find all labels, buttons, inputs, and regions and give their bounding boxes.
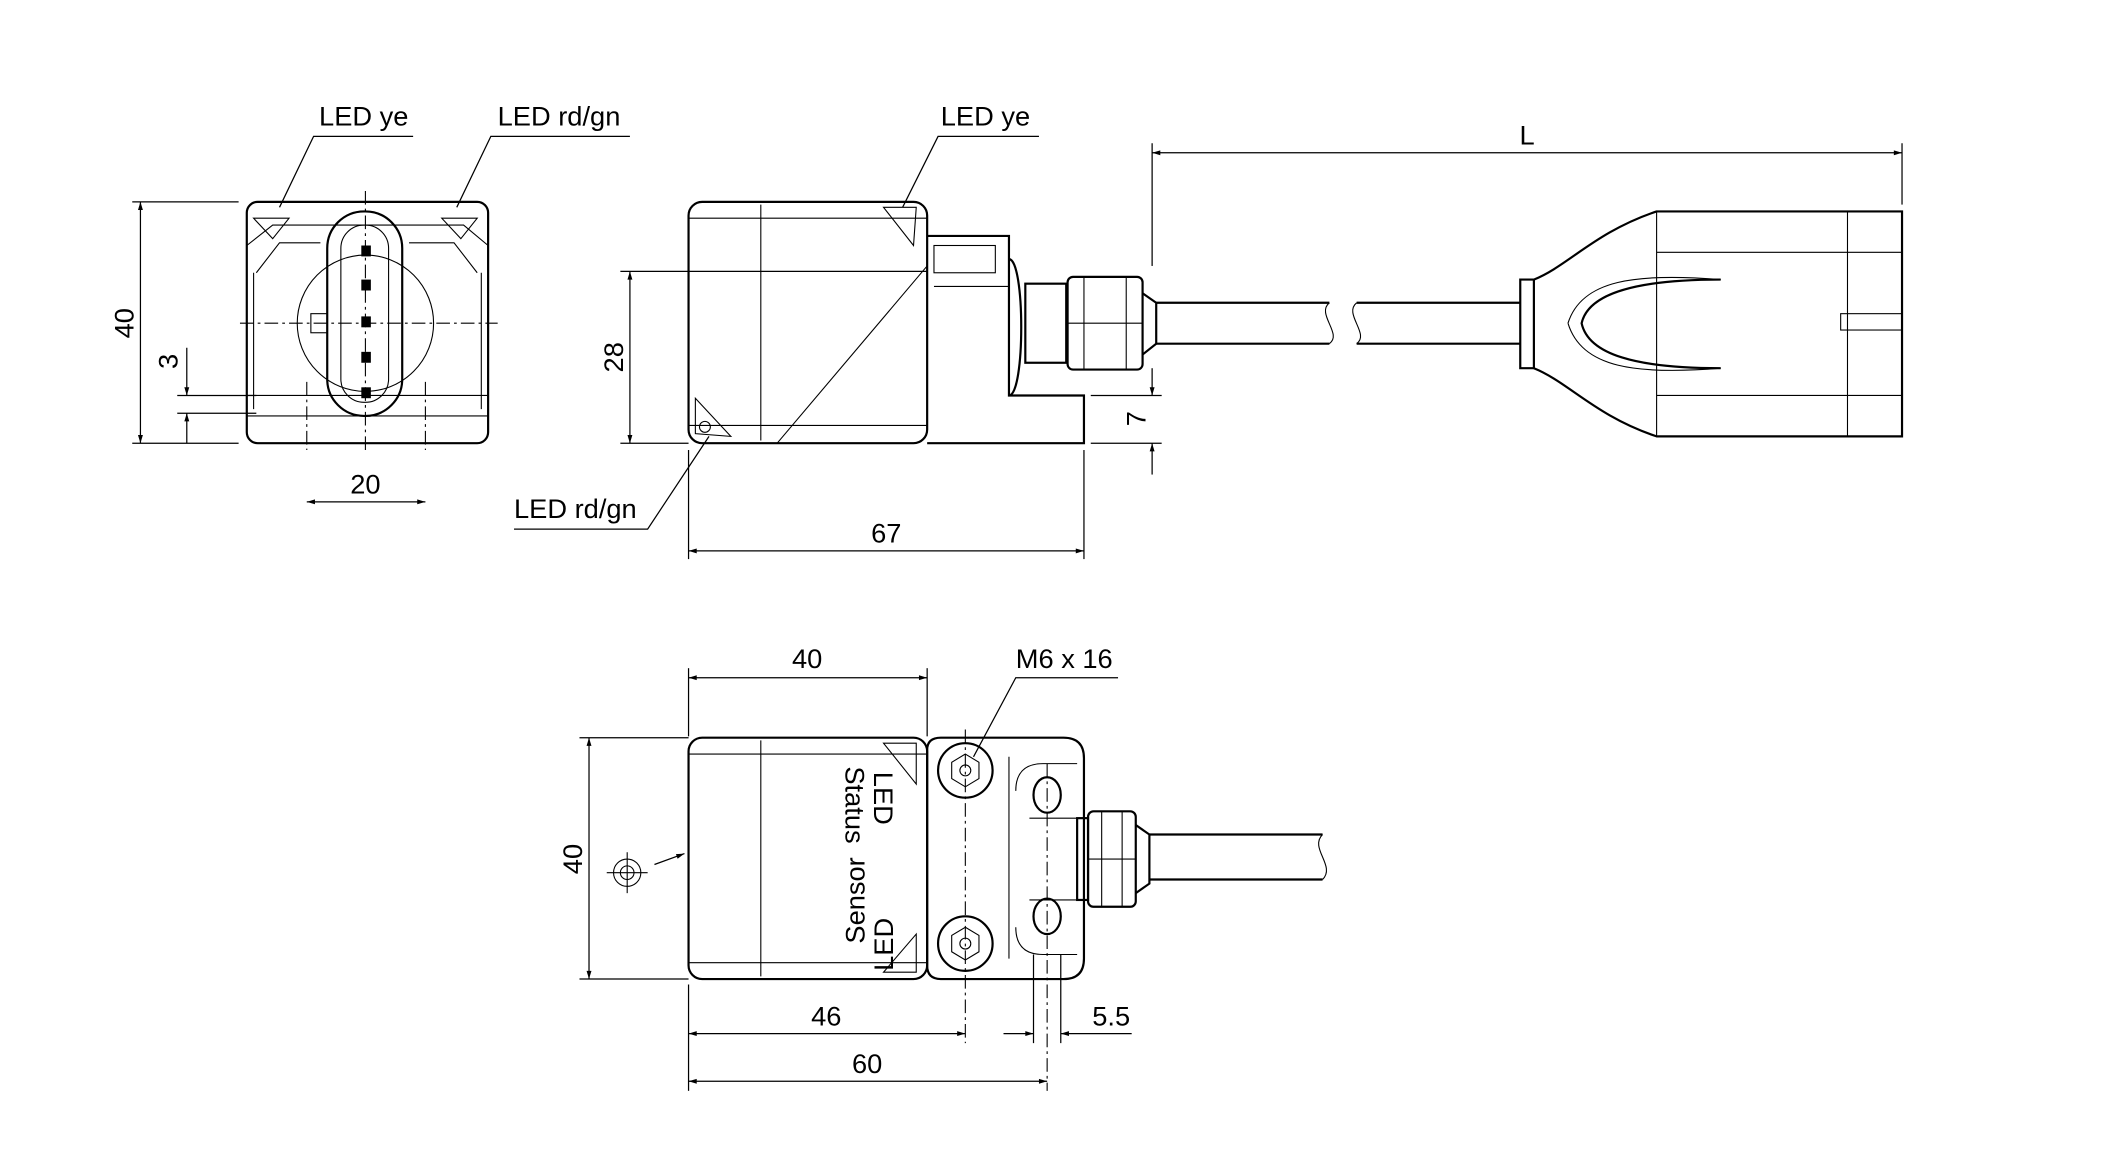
target-symbol-icon: [606, 852, 685, 894]
dim-cable-length: L: [1519, 120, 1534, 151]
dim-pin-spacing: 20: [350, 469, 380, 500]
side-led-rdgn-label: LED rd/gn: [514, 493, 637, 524]
dim-total-length: 60: [852, 1048, 882, 1079]
front-view: LED ye LED rd/gn 40 3 20: [109, 101, 630, 505]
dim-front-offset: 3: [152, 354, 183, 369]
dim-side-length: 67: [871, 518, 901, 549]
status-led-label-2: LED: [868, 772, 899, 825]
top-view: Status LED Sensor LED M6 x 16 40 40 46 6…: [557, 643, 1328, 1091]
sensor-led-label-2: LED: [868, 918, 899, 971]
front-led-ye-label: LED ye: [319, 101, 408, 132]
dim-front-height: 40: [109, 308, 140, 338]
dim-hole-diameter: 5.5: [1092, 1000, 1130, 1031]
dim-top-width: 40: [792, 643, 822, 674]
dim-top-height: 40: [557, 844, 588, 874]
side-led-ye-label: LED ye: [941, 101, 1030, 132]
connector-pins: [361, 245, 371, 399]
sensor-led-label-1: Sensor: [839, 857, 870, 943]
dim-side-height: 28: [598, 342, 629, 372]
dim-bracket-height: 7: [1120, 411, 1151, 426]
dim-hole-distance: 46: [811, 1000, 841, 1031]
side-view: LED ye LED rd/gn 28 67 7 L: [514, 101, 1904, 560]
status-led-label-1: Status: [839, 766, 870, 843]
screw-label: M6 x 16: [1016, 643, 1113, 674]
front-led-rdgn-label: LED rd/gn: [498, 101, 621, 132]
